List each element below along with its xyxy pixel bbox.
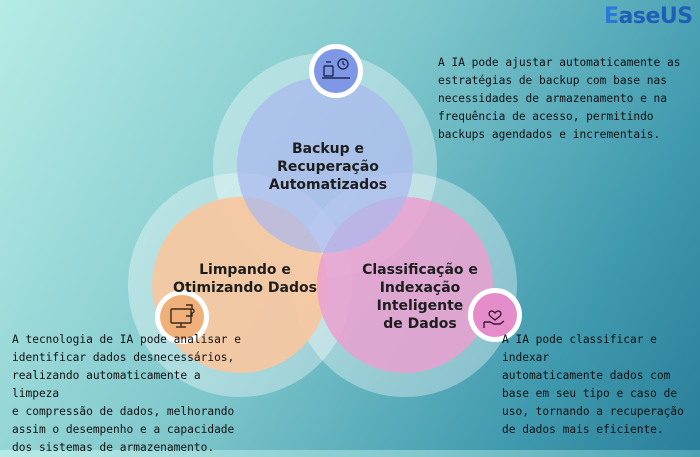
backup-desc-line: backups agendados e incrementais. (438, 128, 661, 141)
logo-rest: aseUS (618, 4, 694, 29)
computer-puzzle-icon (170, 304, 195, 328)
cleaning-label: Limpando e Otimizando Dados (165, 261, 325, 297)
backup-label-line-3: Automatizados (268, 177, 388, 193)
classification-desc-line: de dados mais eficiente. (502, 423, 664, 436)
classification-label-line-1: Classificação e (362, 262, 478, 278)
backup-circle (237, 77, 413, 253)
classification-label-line-2: Indexação Inteligente (376, 280, 464, 314)
classification-desc-line: uso, tornando a recuperação (502, 405, 684, 418)
classification-label: Classificação e Indexação Inteligente de… (336, 261, 504, 333)
backup-desc-line: estratégias de backup com base nas (438, 74, 668, 87)
backup-schedule-icon (322, 58, 350, 79)
backup-label-line-2: Recuperação (277, 159, 379, 175)
logo-text: EaseUS (604, 4, 693, 29)
cleaning-desc-line: realizando automaticamente a limpeza (12, 369, 201, 400)
cleaning-desc-line: identificar dados desnecessários, (12, 351, 235, 364)
logo-e: E (604, 4, 619, 29)
backup-icon-badge (309, 44, 363, 98)
hand-heart-icon (483, 310, 505, 328)
classification-desc-line: base em seu tipo e caso de (502, 387, 678, 400)
cleaning-desc-line: A tecnologia de IA pode analisar e (12, 333, 242, 346)
backup-label-line-1: Backup e (291, 141, 365, 157)
classification-desc-line: automaticamente dados com (502, 369, 671, 382)
classification-desc-line: A IA pode classificar e indexar (502, 333, 657, 364)
backup-desc-line: A IA pode ajustar automaticamente as (438, 56, 681, 69)
backup-desc-line: frequência de acesso, permitindo (438, 110, 654, 123)
cleaning-label-line-2: Otimizando Dados (173, 280, 317, 296)
classification-description: A IA pode classificar e indexar automati… (502, 331, 696, 439)
classification-label-line-3: de Dados (383, 316, 457, 332)
cleaning-icon-badge (155, 290, 209, 344)
classification-icon-badge (468, 288, 522, 342)
backup-label: Backup e Recuperação Automatizados (258, 140, 398, 194)
cleaning-desc-line: dos sistemas de armazenamento. (12, 441, 215, 454)
easeus-logo: EaseUS (604, 4, 693, 29)
cleaning-description: A tecnologia de IA pode analisar e ident… (12, 331, 252, 457)
backup-desc-line: necessidades de armazenamento e na (438, 92, 668, 105)
backup-description: A IA pode ajustar automaticamente as est… (438, 54, 688, 144)
cleaning-label-line-1: Limpando e (199, 262, 291, 278)
cleaning-desc-line: e compressão de dados, melhorando (12, 405, 235, 418)
cleaning-desc-line: assim o desempenho e a capacidade (12, 423, 235, 436)
